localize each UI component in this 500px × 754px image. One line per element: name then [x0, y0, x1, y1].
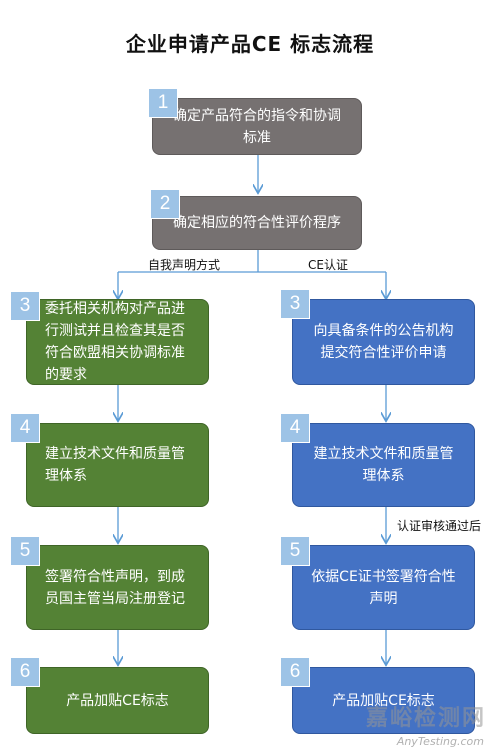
right-step-5-badge: 5: [280, 536, 310, 566]
left-step-6-badge: 6: [10, 657, 40, 687]
right-step-3-text: 向具备条件的公告机构提交符合性评价申请: [313, 323, 454, 361]
right-step-5-text: 依据CE证书签署符合性声明: [311, 568, 456, 607]
step-1-text: 确定产品符合的指令和协调标准: [173, 107, 341, 146]
left-step-4-box: 建立技术文件和质量管理体系: [26, 423, 209, 507]
right-step-4-badge: 4: [280, 413, 310, 443]
left-step-4-badge: 4: [10, 413, 40, 443]
right-step-4-text: 建立技术文件和质量管理体系: [313, 446, 454, 484]
left-step-3-box: 委托相关机构对产品进行测试并且检查其是否符合欧盟相关协调标准的要求: [26, 299, 209, 385]
watermark-cn: 嘉峪检测网: [365, 706, 486, 731]
branch-label-self-declaration: 自我声明方式: [148, 258, 221, 272]
branch-label-audit-passed: 认证审核通过后: [397, 519, 482, 533]
left-step-4-text: 建立技术文件和质量管理体系: [45, 446, 185, 484]
left-step-3-badge: 3: [10, 291, 40, 321]
right-step-3-badge: 3: [280, 289, 310, 319]
watermark-en: AnyTesting.com: [396, 735, 484, 748]
left-step-5-box: 签署符合性声明，到成员国主管当局注册登记: [26, 545, 209, 630]
left-step-3-text: 委托相关机构对产品进行测试并且检查其是否符合欧盟相关协调标准的要求: [45, 301, 185, 383]
left-step-6-text: 产品加贴CE标志: [66, 692, 169, 709]
branch-label-ce-certification: CE认证: [308, 258, 348, 272]
page-title: 企业申请产品CE 标志流程: [125, 32, 375, 56]
left-step-5-badge: 5: [10, 536, 40, 566]
step-2-text: 确定相应的符合性评价程序: [173, 215, 341, 231]
right-step-4-box: 建立技术文件和质量管理体系: [292, 423, 475, 507]
left-step-5-text: 签署符合性声明，到成员国主管当局注册登记: [45, 568, 185, 607]
right-step-6-text: 产品加贴CE标志: [332, 692, 435, 709]
right-step-3-box: 向具备条件的公告机构提交符合性评价申请: [292, 299, 475, 385]
step-1-badge: 1: [148, 88, 178, 118]
left-step-6-box: 产品加贴CE标志: [26, 667, 209, 734]
right-step-6-badge: 6: [280, 657, 310, 687]
step-1-box: 确定产品符合的指令和协调标准: [152, 98, 362, 155]
right-step-5-box: 依据CE证书签署符合性声明: [292, 545, 475, 630]
step-2-box: 确定相应的符合性评价程序: [152, 196, 362, 250]
step-2-badge: 2: [150, 189, 180, 219]
right-step-6-box: 产品加贴CE标志: [292, 667, 475, 734]
